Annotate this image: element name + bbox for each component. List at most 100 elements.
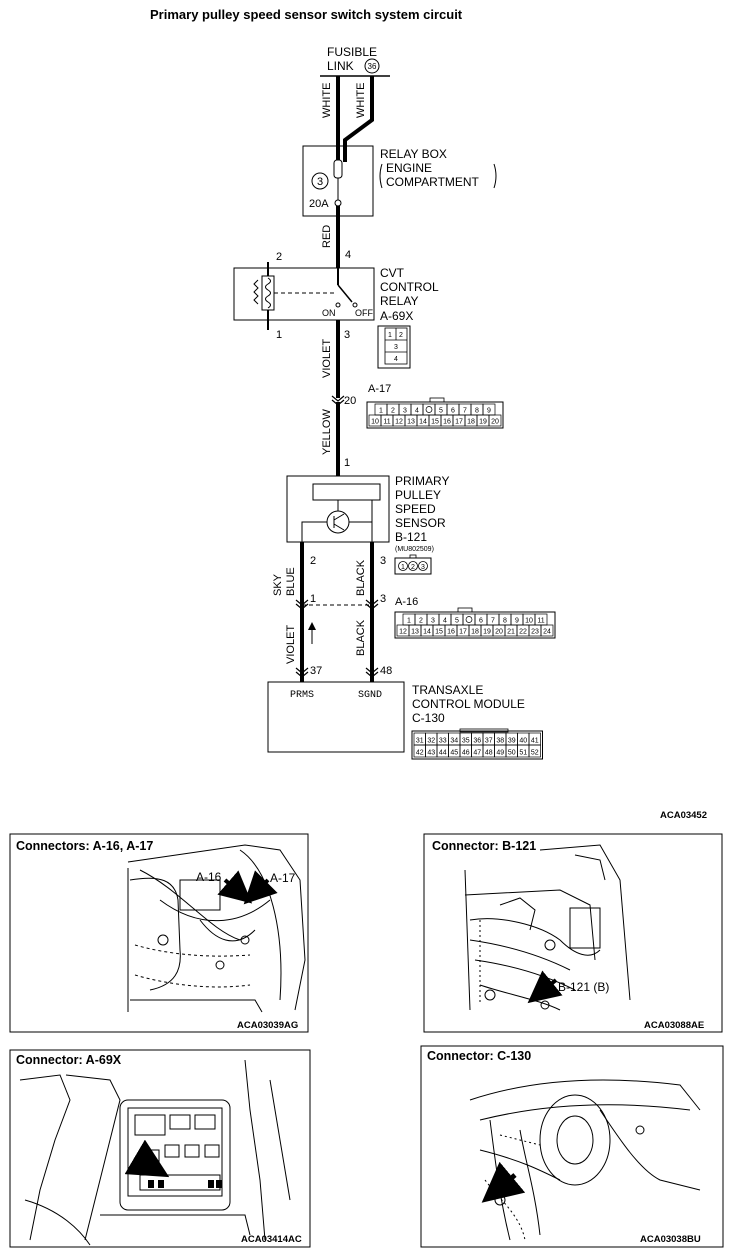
panel-1-arrow-a16 — [217, 870, 253, 904]
connector-cell: 6 — [451, 408, 455, 415]
fusible-link-label: FUSIBLE — [327, 45, 377, 59]
panel-3-title: Connector: A-69X — [16, 1053, 122, 1067]
connector-cell: 14 — [419, 419, 427, 426]
connector-cell: 18 — [467, 419, 475, 426]
sensor-pin-3: 3 — [380, 555, 386, 567]
figure-code: ACA03452 — [660, 810, 707, 821]
sensor-box — [286, 475, 390, 543]
connector-cell: 45 — [450, 750, 458, 757]
wire-label-white-left: WHITE — [321, 83, 333, 118]
relay-pin-3: 3 — [344, 329, 350, 341]
connector-cell: 37 — [485, 738, 493, 745]
connector-cell: 36 — [473, 738, 481, 745]
wire-label-yellow: YELLOW — [321, 409, 333, 455]
wire-label-red: RED — [321, 225, 333, 248]
tcm-connector: C-130 — [412, 711, 445, 725]
panel-connectors-a16-a17: Connectors: A-16, A-17 A-16 A-17 ACA0303… — [9, 833, 309, 1033]
relay-box-label-3: COMPARTMENT — [386, 175, 480, 189]
connector-cell: 16 — [447, 629, 455, 636]
relay-off-label: OFF — [355, 308, 373, 318]
connector-cell: 5 — [439, 408, 443, 415]
connector-cell: 31 — [416, 738, 424, 745]
panel-1-engine-drawing — [127, 844, 306, 1013]
c130-mark-right — [365, 667, 379, 678]
connector-cell: 41 — [531, 738, 539, 745]
a16-pin-1: 1 — [310, 593, 316, 605]
connector-cell: 21 — [507, 629, 515, 636]
panel-4-code: ACA03038BU — [640, 1234, 701, 1245]
panel-4-dash-drawing — [469, 1079, 701, 1241]
tcm-label-2: CONTROL MODULE — [412, 697, 525, 711]
panel-1-callout-a16: A-16 — [196, 870, 222, 884]
connector-cell: 48 — [485, 750, 493, 757]
a17-pin: 20 — [344, 395, 356, 407]
connector-cell: 11 — [383, 419, 390, 426]
tcm-box — [267, 681, 405, 753]
wire-label-black-upper: BLACK — [355, 559, 367, 596]
sensor-label: PRIMARY — [395, 474, 449, 488]
connector-cell: 43 — [427, 750, 435, 757]
connector-cell: 10 — [525, 618, 533, 625]
sensor-label-3: SPEED — [395, 502, 436, 516]
panel-1-callout-a17: A-17 — [270, 871, 296, 885]
connector-cell: 20 — [491, 419, 499, 426]
cvt-relay-label: CVT — [380, 266, 405, 280]
connector-cell: 20 — [495, 629, 503, 636]
diagram-title: Primary pulley speed sensor switch syste… — [150, 7, 463, 22]
connector-cell: 12 — [395, 419, 403, 426]
connector-cell: 7 — [463, 408, 467, 415]
connector-cell: 10 — [371, 419, 379, 426]
connector-cell: 7 — [491, 618, 495, 625]
connector-cell: 34 — [450, 738, 458, 745]
connector-cell: 52 — [531, 750, 539, 757]
a17-connector-label: A-17 — [368, 383, 391, 395]
sensor-label-2: PULLEY — [395, 488, 441, 502]
fuse-number-circle — [311, 172, 329, 190]
fuse-symbol — [333, 159, 343, 179]
relay-switch-arm — [337, 284, 353, 303]
connector-cell: 12 — [399, 629, 407, 636]
paren-left — [379, 163, 383, 189]
connector-cell: 24 — [543, 629, 551, 636]
wire-label-black-lower: BLACK — [355, 619, 367, 656]
sensor-pin-2: 2 — [310, 555, 316, 567]
sensor-element — [312, 483, 381, 501]
connector-cell: 46 — [462, 750, 470, 757]
connector-cell: 33 — [439, 738, 447, 745]
svg-text:4: 4 — [394, 356, 398, 363]
paren-right — [493, 163, 497, 189]
cvt-relay-box — [233, 267, 375, 321]
connector-cell: 49 — [496, 750, 504, 757]
cvt-relay-label-3: RELAY — [380, 294, 418, 308]
svg-text:1: 1 — [388, 332, 392, 339]
connector-cell: 47 — [473, 750, 481, 757]
panel-connector-c130: Connector: C-130 ACA03038BU — [420, 1045, 724, 1248]
fuse-number: 3 — [317, 176, 323, 188]
fusible-link-number-circle — [364, 58, 380, 74]
wire-label-violet-top: VIOLET — [321, 339, 333, 378]
svg-text:3: 3 — [421, 564, 425, 571]
c130-mark-left — [295, 667, 309, 678]
panel-1-title: Connectors: A-16, A-17 — [16, 839, 153, 853]
svg-text:1: 1 — [401, 564, 405, 571]
a69x-connector-face: 1 2 3 4 — [377, 325, 411, 369]
connector-cell: 38 — [496, 738, 504, 745]
connector-cell: 5 — [455, 618, 459, 625]
connector-cell: 9 — [515, 618, 519, 625]
sensor-pin-1: 1 — [344, 457, 350, 469]
relay-box-label: RELAY BOX — [380, 147, 447, 161]
panel-2-engine-drawing — [464, 844, 631, 1011]
b121-connector-face: 1 2 3 — [394, 554, 432, 575]
panel-3-fuse-row — [148, 1180, 222, 1188]
connector-cell: 19 — [483, 629, 491, 636]
tcm-terminal-sgnd: SGND — [358, 690, 382, 701]
tcm-terminal-prms: PRMS — [290, 690, 314, 701]
connector-cell: 32 — [427, 738, 435, 745]
connector-cell: 4 — [415, 408, 419, 415]
connector-cell: 35 — [462, 738, 470, 745]
panel-2-code: ACA03088AE — [644, 1020, 704, 1031]
